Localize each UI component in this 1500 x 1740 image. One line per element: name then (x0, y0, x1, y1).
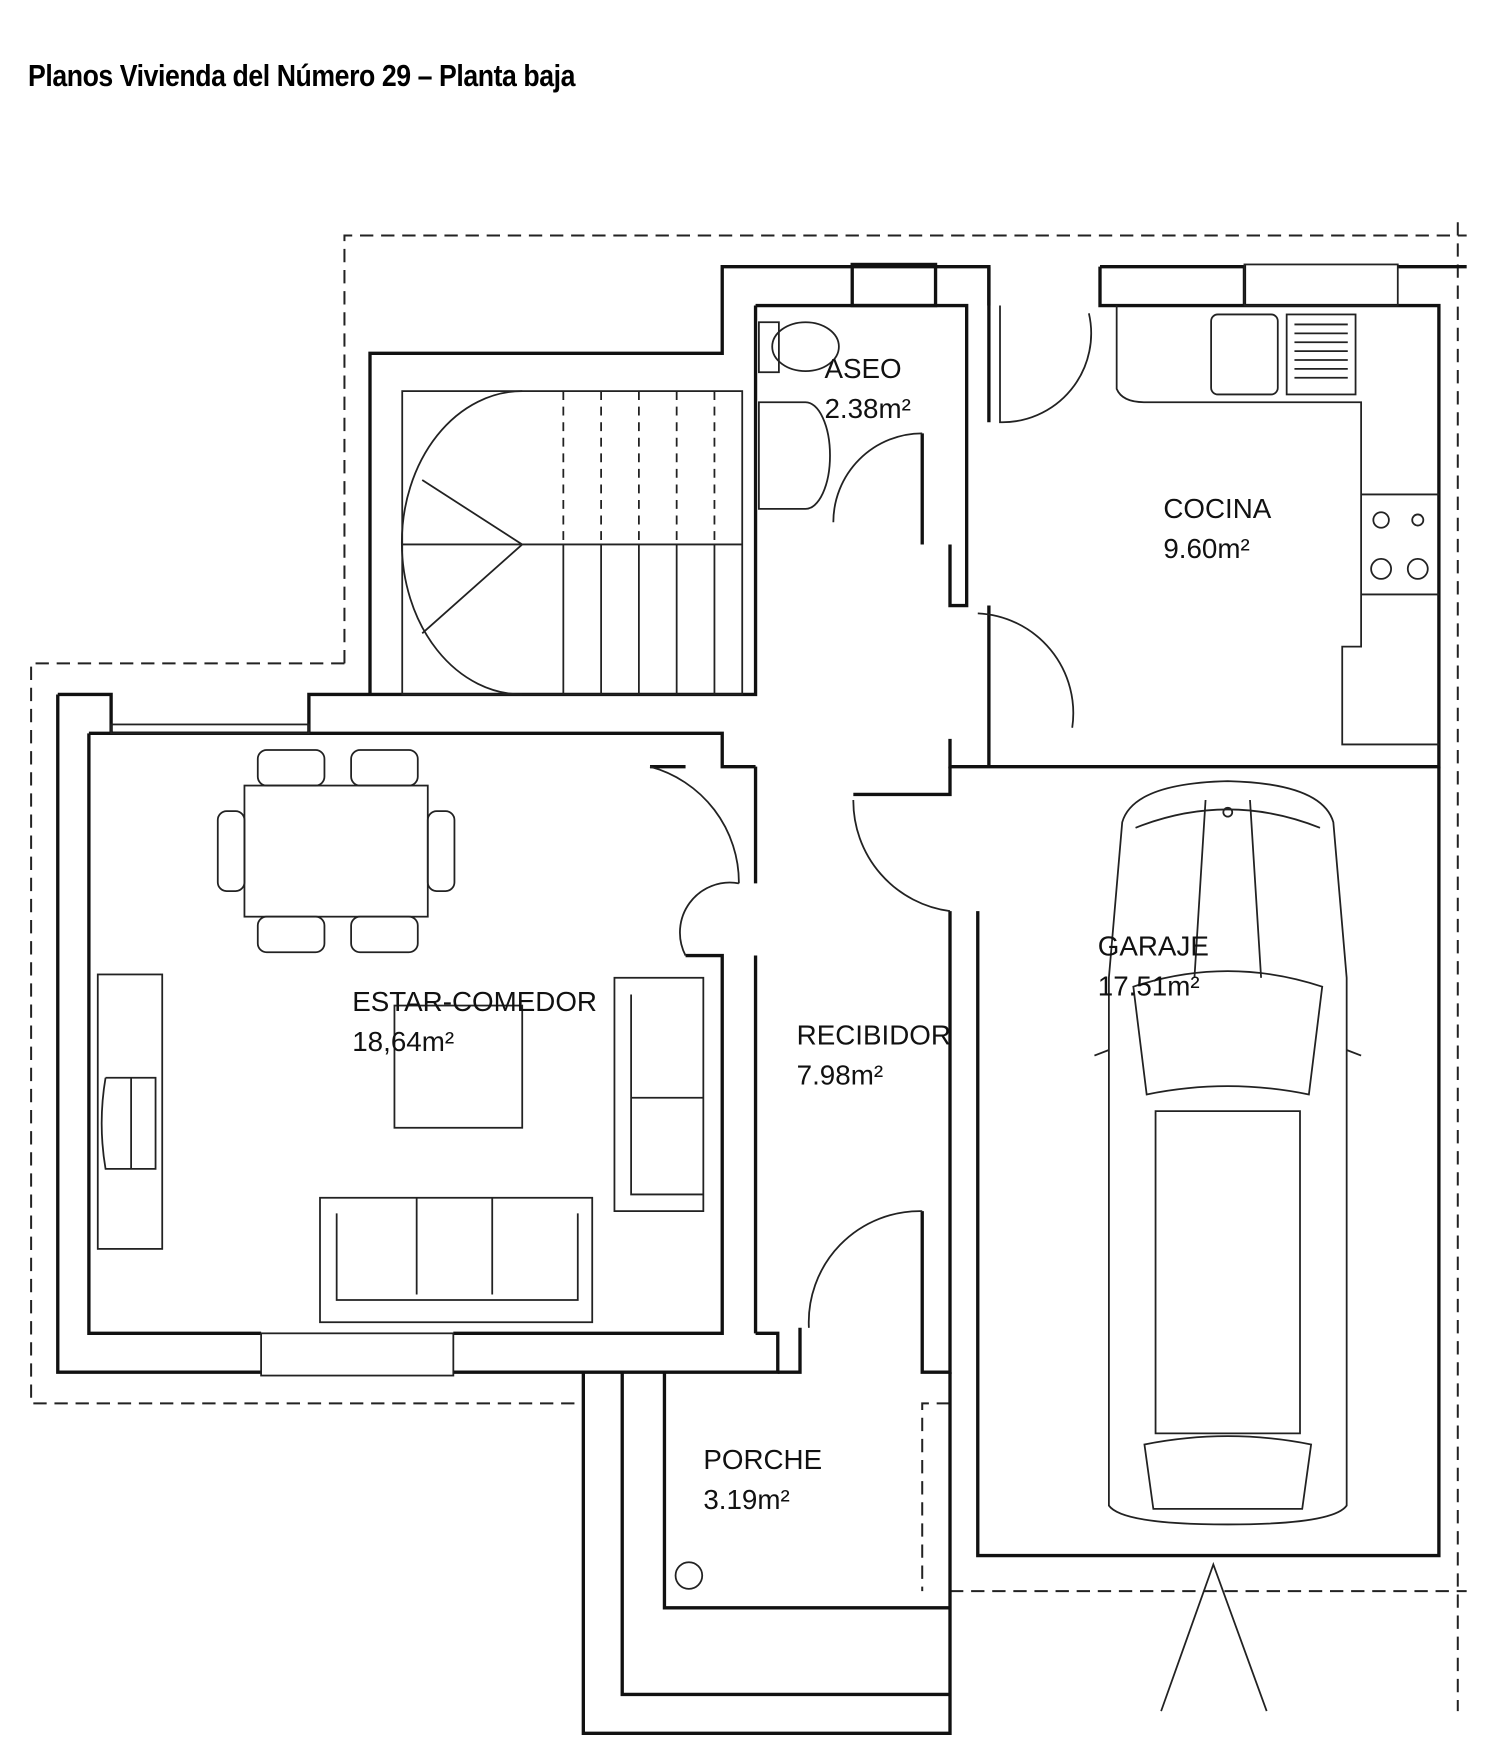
page-title: Planos Vivienda del Número 29 – Planta b… (28, 58, 576, 93)
garage-entry-marker (1160, 1561, 1268, 1712)
porche-walls (581, 1372, 952, 1735)
plot-boundary (30, 222, 1467, 1712)
tv-unit (96, 973, 164, 1250)
room-area-garaje: 17.51m² (1098, 971, 1200, 1002)
room-area-cocina: 9.60m² (1163, 533, 1249, 564)
room-name-recibidor: RECIBIDOR (797, 1019, 951, 1050)
room-name-aseo: ASEO (824, 353, 901, 384)
room-name-porche: PORCHE (703, 1444, 822, 1475)
room-area-recibidor: 7.98m² (797, 1059, 883, 1090)
dining-table (216, 749, 456, 954)
room-name-estar-comedor: ESTAR-COMEDOR (352, 986, 597, 1017)
coffee-table (393, 1004, 524, 1129)
room-area-porche: 3.19m² (703, 1484, 789, 1515)
aseo-fixtures (755, 303, 969, 608)
sofa (319, 1196, 594, 1324)
armchair (613, 976, 705, 1213)
staircase (368, 262, 991, 697)
estar-comedor-walls (56, 692, 780, 1377)
cocina-walls (948, 263, 1467, 769)
room-name-cocina: COCINA (1163, 493, 1271, 524)
recibidor-walls (649, 765, 1441, 1558)
room-area-aseo: 2.38m² (824, 393, 910, 424)
room-area-estar-comedor: 18,64m² (352, 1026, 454, 1057)
car (1094, 780, 1362, 1526)
room-name-garaje: GARAJE (1098, 931, 1209, 962)
